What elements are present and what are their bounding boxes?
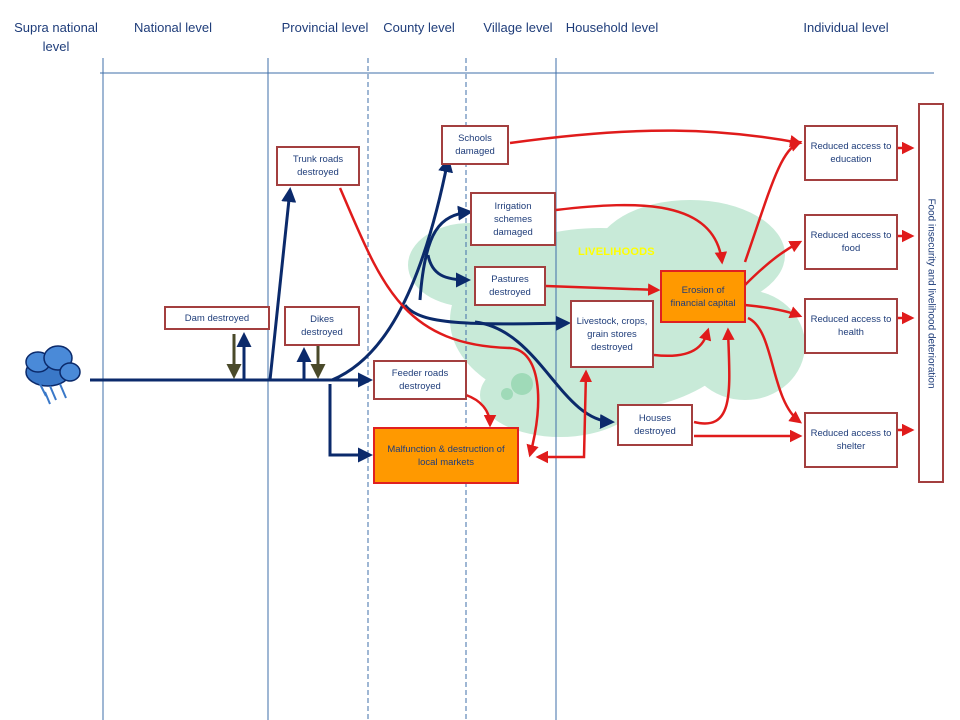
node-reduced-food: Reduced access to food [804,214,898,270]
node-feeder-roads-destroyed: Feeder roads destroyed [373,360,467,400]
arrow-financial-to-education [743,139,803,263]
cloud-bubble-small [501,388,513,400]
arrow-feeder-to-markets [465,393,497,428]
node-markets-malfunction: Malfunction & destruction of local marke… [373,427,519,484]
node-dam-destroyed: Dam destroyed [164,306,270,330]
node-financial-erosion: Erosion of financial capital [660,270,746,323]
storm-cloud-icon [25,345,81,405]
arrow-pastures-to-financial [545,283,661,296]
node-schools-damaged: Schools damaged [441,125,509,165]
header-provincial: Provincial level [281,20,369,35]
livelihoods-label: LIVELIHOODS [578,246,655,258]
arrow-markets-livestock [535,369,593,464]
node-reduced-health: Reduced access to health [804,298,898,354]
node-reduced-shelter: Reduced access to shelter [804,412,898,468]
arrow-financial-to-food [744,240,803,286]
arrow-houses-to-financial [693,327,735,425]
food-insecurity-label: Food insecurity and livelihood deteriora… [925,197,937,389]
arrow-schools-to-education [509,129,803,148]
cloud-bubble-large [511,373,533,395]
node-livestock-destroyed: Livestock, crops, grain stores destroyed [570,300,654,368]
header-county: County level [383,20,455,35]
header-individual: Individual level [803,20,889,35]
arrow-to-schools [331,157,453,382]
node-food-insecurity: Food insecurity and livelihood deteriora… [918,103,944,483]
header-village: Village level [483,20,553,35]
node-trunk-roads-destroyed: Trunk roads destroyed [276,146,360,186]
arrow-to-livestock [403,304,571,331]
arrow-livestock-to-financial [653,327,712,358]
header-national: National level [133,20,213,35]
header-supra-national: Supra national level [14,20,98,54]
arrow-financial-to-health [744,303,803,319]
node-reduced-education: Reduced access to education [804,125,898,181]
node-pastures-destroyed: Pastures destroyed [474,266,546,306]
node-irrigation-damaged: Irrigation schemes damaged [470,192,556,246]
arrow-irrigation-to-financial [555,203,728,265]
arrow-to-irrigation [418,205,473,301]
node-dikes-destroyed: Dikes destroyed [284,306,360,346]
arrow-to-pastures [426,254,471,288]
arrow-to-trunk-roads [268,187,297,381]
node-houses-destroyed: Houses destroyed [617,404,693,446]
arrow-to-markets [328,384,373,463]
header-household: Household level [565,20,659,35]
arrow-financial-to-shelter [747,316,803,424]
